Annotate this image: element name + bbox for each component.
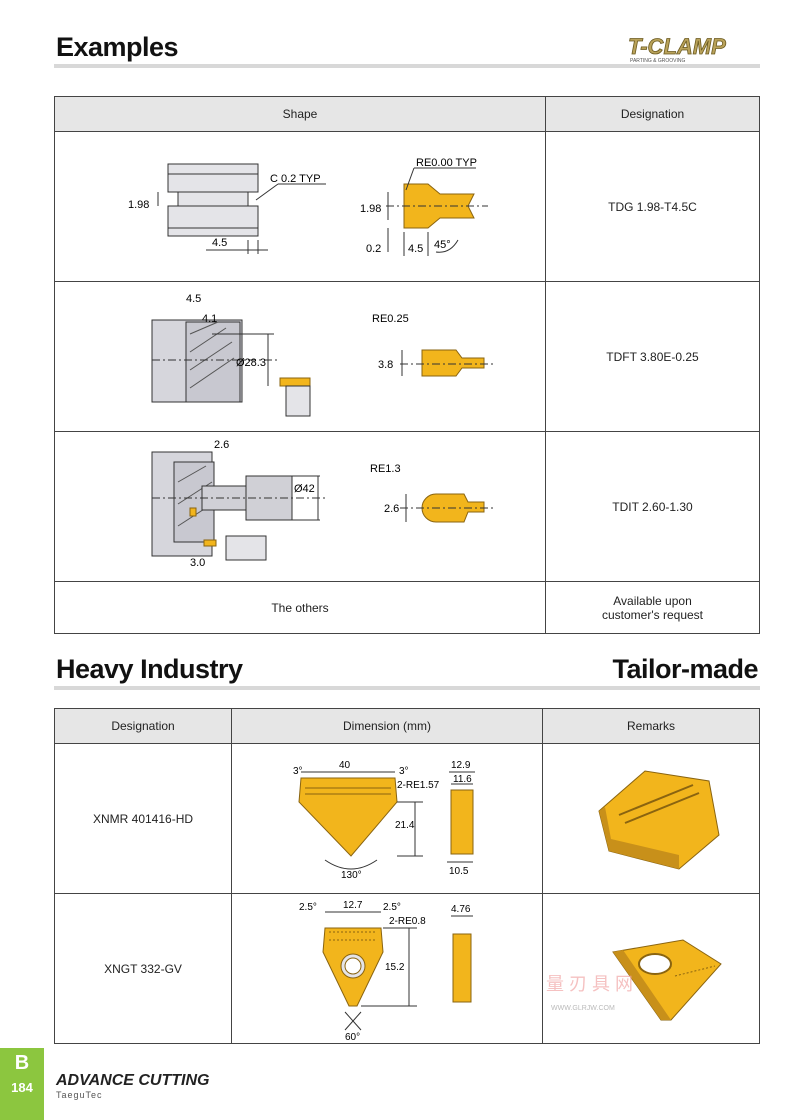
tdit-drawing: 2.6 Ø42 3.0 RE1.3 2.6	[151, 439, 496, 569]
svg-text:12.9: 12.9	[451, 760, 471, 771]
svg-text:1.98: 1.98	[360, 203, 381, 215]
col-shape-header: Shape	[54, 96, 546, 132]
svg-text:3.0: 3.0	[190, 557, 205, 569]
remarks-cell	[542, 743, 760, 894]
table-row: 1.98 C 0.2 TYP 4.5 RE0.00 TYP 1.98 0.2	[54, 131, 760, 282]
svg-text:4.1: 4.1	[202, 313, 217, 325]
svg-text:4.5: 4.5	[212, 237, 227, 249]
xngt-drawing: 2.5° 12.7 2.5° 2-RE0.8 15.2 60° 4.76	[299, 900, 474, 1043]
col-remarks-header: Remarks	[542, 708, 760, 744]
table-row: 2.6 Ø42 3.0 RE1.3 2.6 TDIT 2.60-1.30	[54, 431, 760, 582]
svg-text:10.5: 10.5	[449, 866, 469, 877]
others-designation-cell: Available upon customer's request	[545, 581, 760, 634]
page-title: Examples	[56, 32, 179, 62]
svg-text:130°: 130°	[341, 870, 362, 881]
remarks-cell: 工 量 刃 具 网 WWW.GLRJW.COM	[523, 893, 760, 1044]
watermark-url: WWW.GLRJW.COM	[551, 1005, 615, 1012]
examples-table: Shape Designation 1.98 C 0.2 TYP 4.5	[54, 96, 760, 634]
svg-text:3.8: 3.8	[378, 359, 393, 371]
section-title-tailor-made: Tailor-made	[612, 654, 758, 684]
col-designation-header: Designation	[53, 708, 233, 744]
table-row: XNGT 332-GV 2.5° 12.7 2.5° 2-RE0.8 15.2 …	[53, 893, 760, 1044]
xnmr-drawing: 3° 40 3° 2-RE1.57 21.4 130° 12.9 11.6 10…	[293, 760, 476, 881]
table-row: XNMR 401416-HD 3° 40 3° 2-RE1.57 21.4 13…	[53, 743, 760, 894]
svg-text:4.5: 4.5	[408, 243, 423, 255]
section-rule	[54, 686, 760, 690]
col-dimension-header: Dimension (mm)	[231, 708, 543, 744]
svg-text:0.2: 0.2	[366, 243, 381, 255]
svg-text:PARTING & GROOVING: PARTING & GROOVING	[630, 58, 685, 64]
svg-text:4.5: 4.5	[186, 293, 201, 305]
others-cell: The others	[54, 581, 546, 634]
col-designation-header: Designation	[545, 96, 760, 132]
dimension-cell: 2.5° 12.7 2.5° 2-RE0.8 15.2 60° 4.76	[231, 893, 543, 1044]
svg-text:15.2: 15.2	[385, 962, 405, 973]
svg-text:C 0.2 TYP: C 0.2 TYP	[270, 173, 321, 185]
svg-text:RE0.25: RE0.25	[372, 313, 409, 325]
svg-text:2-RE1.57: 2-RE1.57	[397, 780, 440, 791]
svg-text:3°: 3°	[293, 766, 303, 777]
svg-text:RE0.00 TYP: RE0.00 TYP	[416, 157, 477, 169]
svg-text:Ø28.3: Ø28.3	[236, 357, 266, 369]
svg-text:40: 40	[339, 760, 351, 771]
svg-text:11.6: 11.6	[453, 774, 472, 785]
designation-cell: XNGT 332-GV	[53, 893, 233, 1044]
svg-text:Ø42: Ø42	[294, 483, 315, 495]
svg-text:12.7: 12.7	[343, 900, 363, 911]
page-number: 184	[11, 1080, 33, 1095]
svg-text:60°: 60°	[345, 1032, 360, 1040]
svg-text:2.5°: 2.5°	[383, 902, 401, 913]
table-row: The others Available upon customer's req…	[54, 581, 760, 634]
shape-cell: 2.6 Ø42 3.0 RE1.3 2.6	[54, 431, 546, 582]
svg-text:2.6: 2.6	[384, 503, 399, 515]
svg-text:21.4: 21.4	[395, 820, 415, 831]
shape-cell: 1.98 C 0.2 TYP 4.5 RE0.00 TYP 1.98 0.2	[54, 131, 546, 282]
table-row: 4.5 4.1 Ø28.3 RE0.25 3.8 TDFT 3.80E-0.25	[54, 281, 760, 432]
svg-text:3°: 3°	[399, 766, 409, 777]
t-clamp-logo: T-CLAMP PARTING & GROOVING	[624, 30, 760, 64]
designation-cell: TDFT 3.80E-0.25	[545, 281, 760, 432]
title-rule	[54, 64, 760, 68]
svg-text:4.76: 4.76	[451, 904, 471, 915]
svg-text:2.5°: 2.5°	[299, 902, 317, 913]
xnmr-insert-render	[598, 770, 720, 870]
dimension-cell: 3° 40 3° 2-RE1.57 21.4 130° 12.9 11.6 10…	[231, 743, 543, 894]
designation-cell: TDIT 2.60-1.30	[545, 431, 760, 582]
watermark-text: 工 量 刃 具 网	[543, 974, 633, 994]
svg-text:2-RE0.8: 2-RE0.8	[389, 916, 426, 927]
advance-cutting-logo: ADVANCE CUTTING TaeguTec	[56, 1072, 210, 1100]
section-tab: B 184	[0, 1048, 44, 1120]
svg-text:2.6: 2.6	[214, 439, 229, 451]
svg-text:RE1.3: RE1.3	[370, 463, 401, 475]
shape-cell: 4.5 4.1 Ø28.3 RE0.25 3.8	[54, 281, 546, 432]
svg-text:45°: 45°	[434, 239, 451, 251]
svg-text:T-CLAMP: T-CLAMP	[628, 34, 726, 59]
tdft-drawing: 4.5 4.1 Ø28.3 RE0.25 3.8	[151, 293, 496, 417]
designation-cell: XNMR 401416-HD	[53, 743, 233, 894]
designation-cell: TDG 1.98-T4.5C	[545, 131, 760, 282]
xngt-insert-render: 工 量 刃 具 网 WWW.GLRJW.COM	[523, 939, 722, 1021]
tdg-drawing: 1.98 C 0.2 TYP 4.5 RE0.00 TYP 1.98 0.2	[128, 157, 488, 256]
svg-text:1.98: 1.98	[128, 199, 149, 211]
heavy-industry-table: Designation Dimension (mm) Remarks XNMR …	[53, 708, 760, 1044]
section-title-heavy-industry: Heavy Industry	[56, 654, 243, 684]
